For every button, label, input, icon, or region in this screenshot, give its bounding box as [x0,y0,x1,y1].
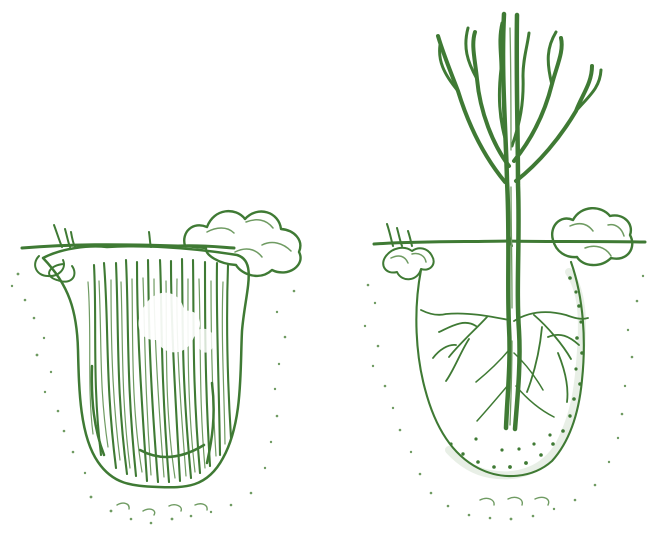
empty-hole-panel [0,0,330,554]
left-ground-line [22,225,234,248]
right-ground-stipple [364,275,644,521]
planted-tree-panel [330,0,660,554]
tree-roots [421,310,588,421]
planted-sapling-drawing [330,0,660,554]
left-hole [35,246,249,487]
planting-hole-with-roots [416,262,588,476]
left-soil-mound [184,211,300,276]
hole-vertical-hatching [88,259,231,482]
empty-planting-hole-drawing [0,0,330,554]
